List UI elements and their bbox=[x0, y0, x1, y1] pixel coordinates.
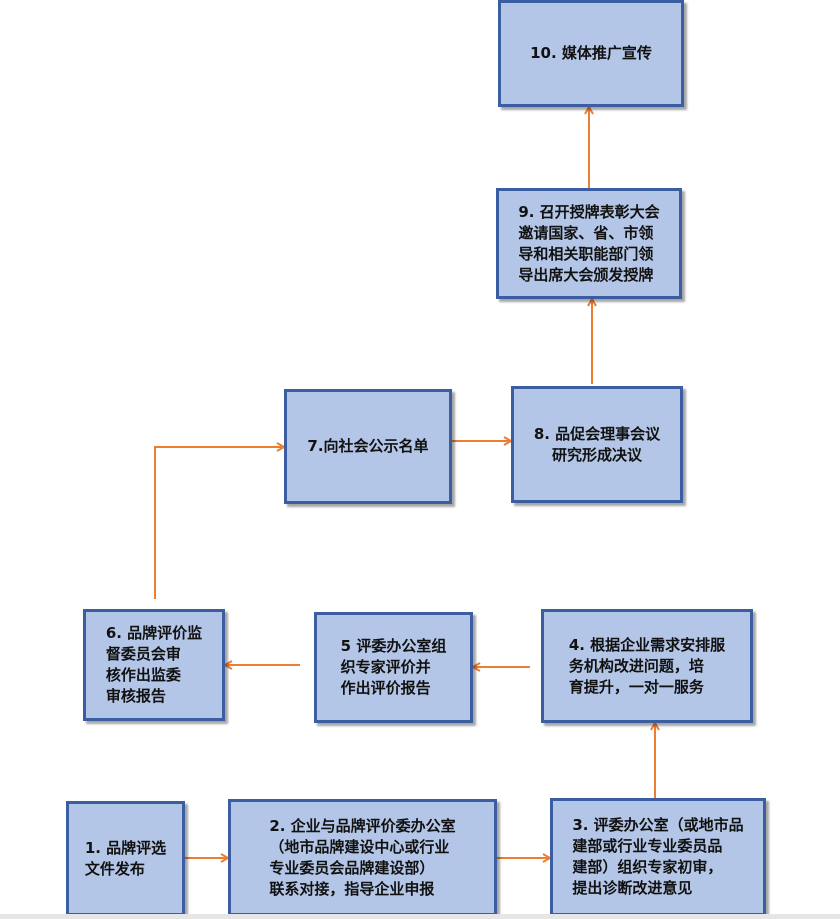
step-5-box: 5 评委办公室组 织专家评价并 作出评价报告 bbox=[314, 612, 473, 723]
step-8-box: 8. 品促会理事会议 研究形成决议 bbox=[511, 386, 683, 503]
step-3-text: 3. 评委办公室（或地市品 建部或行业专业委员品 建部）组织专家初审， 提出诊断… bbox=[572, 816, 744, 897]
step-9-text: 9. 召开授牌表彰大会 邀请国家、省、市领 导和相关职能部门领 导出席大会颁发授… bbox=[518, 202, 660, 284]
step-2-text: 2. 企业与品牌评价委办公室 （地市品牌建设中心或行业 专业委员会品牌建设部） … bbox=[269, 816, 456, 898]
step-3-box: 3. 评委办公室（或地市品 建部或行业专业委员品 建部）组织专家初审， 提出诊断… bbox=[550, 798, 766, 916]
step-6-text: 6. 品牌评价监 督委员会审 核作出监委 审核报告 bbox=[105, 624, 203, 705]
step-6-box: 6. 品牌评价监 督委员会审 核作出监委 审核报告 bbox=[83, 609, 225, 721]
step-4-text: 4. 根据企业需求安排服 务机构改进问题，培 育提升，一对一服务 bbox=[568, 635, 726, 696]
step-8-text: 8. 品促会理事会议 研究形成决议 bbox=[533, 424, 661, 464]
step-4-box: 4. 根据企业需求安排服 务机构改进问题，培 育提升，一对一服务 bbox=[541, 609, 753, 723]
step-1-box: 1. 品牌评选 文件发布 bbox=[66, 801, 185, 916]
step-5-text: 5 评委办公室组 织专家评价并 作出评价报告 bbox=[340, 637, 447, 697]
step-2-box: 2. 企业与品牌评价委办公室 （地市品牌建设中心或行业 专业委员会品牌建设部） … bbox=[228, 799, 497, 916]
step-10-text: 10. 媒体推广宣传 bbox=[530, 44, 652, 62]
bottom-edge bbox=[0, 914, 840, 919]
step-7-text: 7.向社会公示名单 bbox=[307, 437, 429, 455]
step-9-box: 9. 召开授牌表彰大会 邀请国家、省、市领 导和相关职能部门领 导出席大会颁发授… bbox=[496, 188, 682, 299]
arrow-6-to-7 bbox=[154, 447, 284, 599]
step-7-box: 7.向社会公示名单 bbox=[284, 389, 452, 504]
step-1-text: 1. 品牌评选 文件发布 bbox=[84, 838, 167, 878]
step-10-box: 10. 媒体推广宣传 bbox=[498, 0, 684, 107]
